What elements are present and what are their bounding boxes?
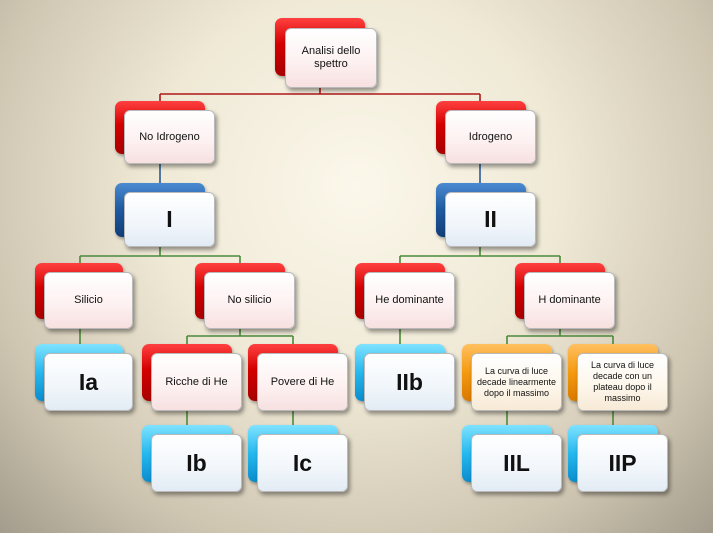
node-type-i-label: I	[124, 192, 215, 247]
connector-h-dominant-children	[506, 328, 614, 344]
node-plateau-decay-label: La curva di luce decade con un plateau d…	[577, 353, 668, 411]
node-root: Analisi dello spettro	[275, 18, 377, 88]
node-type-iil: IIL	[462, 425, 562, 492]
node-type-ib: Ib	[142, 425, 242, 492]
node-hydrogen: Idrogeno	[436, 101, 536, 164]
node-type-ia: Ia	[35, 344, 133, 411]
node-type-iip-label: IIP	[577, 434, 668, 492]
node-root-label: Analisi dello spettro	[285, 28, 377, 88]
node-he-rich-label: Ricche di He	[151, 353, 242, 411]
node-hydrogen-label: Idrogeno	[445, 110, 536, 164]
node-he-poor: Povere di He	[248, 344, 348, 411]
node-he-poor-label: Povere di He	[257, 353, 348, 411]
connector-no-silicon-children	[186, 328, 294, 344]
node-plateau-decay: La curva di luce decade con un plateau d…	[568, 344, 668, 411]
node-h-dominant-label: H dominante	[524, 272, 615, 329]
node-type-ii: II	[436, 183, 536, 247]
node-type-ic-label: Ic	[257, 434, 348, 492]
node-type-iib-label: IIb	[364, 353, 455, 411]
node-he-dominant-label: He dominante	[364, 272, 455, 329]
node-he-rich: Ricche di He	[142, 344, 242, 411]
node-type-ic: Ic	[248, 425, 348, 492]
connector-i-children	[79, 245, 241, 264]
node-silicon-label: Silicio	[44, 272, 133, 329]
node-no-hydrogen: No Idrogeno	[115, 101, 215, 164]
node-type-i: I	[115, 183, 215, 247]
connector-ii-children	[399, 245, 561, 264]
node-he-dominant: He dominante	[355, 263, 455, 329]
node-silicon: Silicio	[35, 263, 133, 329]
node-type-ib-label: Ib	[151, 434, 242, 492]
node-type-iil-label: IIL	[471, 434, 562, 492]
node-type-iip: IIP	[568, 425, 668, 492]
node-linear-decay: La curva di luce decade linearmente dopo…	[462, 344, 562, 411]
node-h-dominant: H dominante	[515, 263, 615, 329]
connector-root-children	[159, 86, 481, 102]
node-linear-decay-label: La curva di luce decade linearmente dopo…	[471, 353, 562, 411]
node-type-ia-label: Ia	[44, 353, 133, 411]
node-type-iib: IIb	[355, 344, 455, 411]
node-type-ii-label: II	[445, 192, 536, 247]
node-no-silicon: No silicio	[195, 263, 295, 329]
node-no-silicon-label: No silicio	[204, 272, 295, 329]
node-no-hydrogen-label: No Idrogeno	[124, 110, 215, 164]
